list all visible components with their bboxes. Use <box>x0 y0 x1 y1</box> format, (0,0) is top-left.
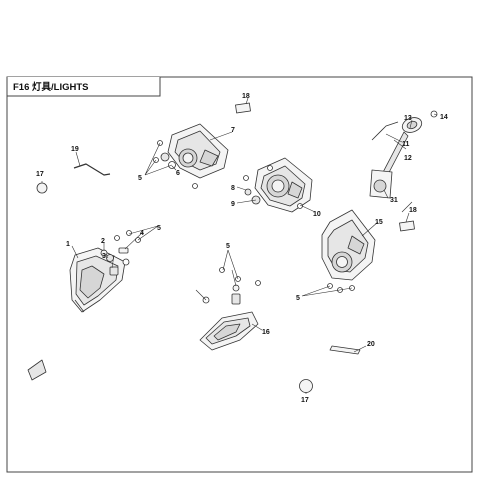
callout-13: 13 <box>404 115 412 122</box>
callout-5-a: 5 <box>157 225 161 232</box>
rod-20 <box>329 345 361 355</box>
callout-2: 2 <box>101 238 105 245</box>
callout-1: 1 <box>66 241 70 248</box>
callout-16: 16 <box>262 329 270 336</box>
rear-lamp-assembly <box>369 110 438 199</box>
callout-17-b: 17 <box>301 397 309 404</box>
callout-7: 7 <box>231 127 235 134</box>
callout-15: 15 <box>375 219 383 226</box>
callout-18-b: 18 <box>409 207 417 214</box>
rear-lamp-wire <box>371 121 399 141</box>
headlamp-center <box>254 157 313 213</box>
callout-9: 9 <box>231 201 235 208</box>
grommet-left <box>36 182 48 194</box>
headlamp-left <box>167 123 229 179</box>
title-tab <box>6 77 161 97</box>
grommet-bottom <box>299 379 313 393</box>
bulb-socket-group-left <box>100 230 141 276</box>
turn-lamp-center <box>199 311 259 351</box>
callout-4: 4 <box>140 230 144 237</box>
diagram-frame <box>6 76 473 473</box>
callout-17-a: 17 <box>36 171 44 178</box>
callout-31: 31 <box>390 197 398 204</box>
front-turn-lamp-left <box>69 247 126 313</box>
callout-11: 11 <box>402 141 410 148</box>
bulb-socket-group-center <box>202 267 261 305</box>
callout-10: 10 <box>313 211 321 218</box>
reflector-top <box>235 102 251 114</box>
callout-20: 20 <box>367 341 375 348</box>
callout-5-b: 5 <box>138 175 142 182</box>
callout-3: 3 <box>102 253 106 260</box>
reflector-right <box>399 220 415 232</box>
callout-18-a: 18 <box>242 93 250 100</box>
callout-6: 6 <box>176 170 180 177</box>
callout-14: 14 <box>440 114 448 121</box>
headlamp-right <box>321 209 376 281</box>
callout-8: 8 <box>231 185 235 192</box>
callout-5-c: 5 <box>226 243 230 250</box>
clip-part <box>27 359 47 381</box>
wire-19 <box>73 163 111 176</box>
callout-19: 19 <box>71 146 79 153</box>
callout-12: 12 <box>404 155 412 162</box>
page-title: F16 灯具/LIGHTS <box>13 81 88 93</box>
callout-5-d: 5 <box>296 295 300 302</box>
